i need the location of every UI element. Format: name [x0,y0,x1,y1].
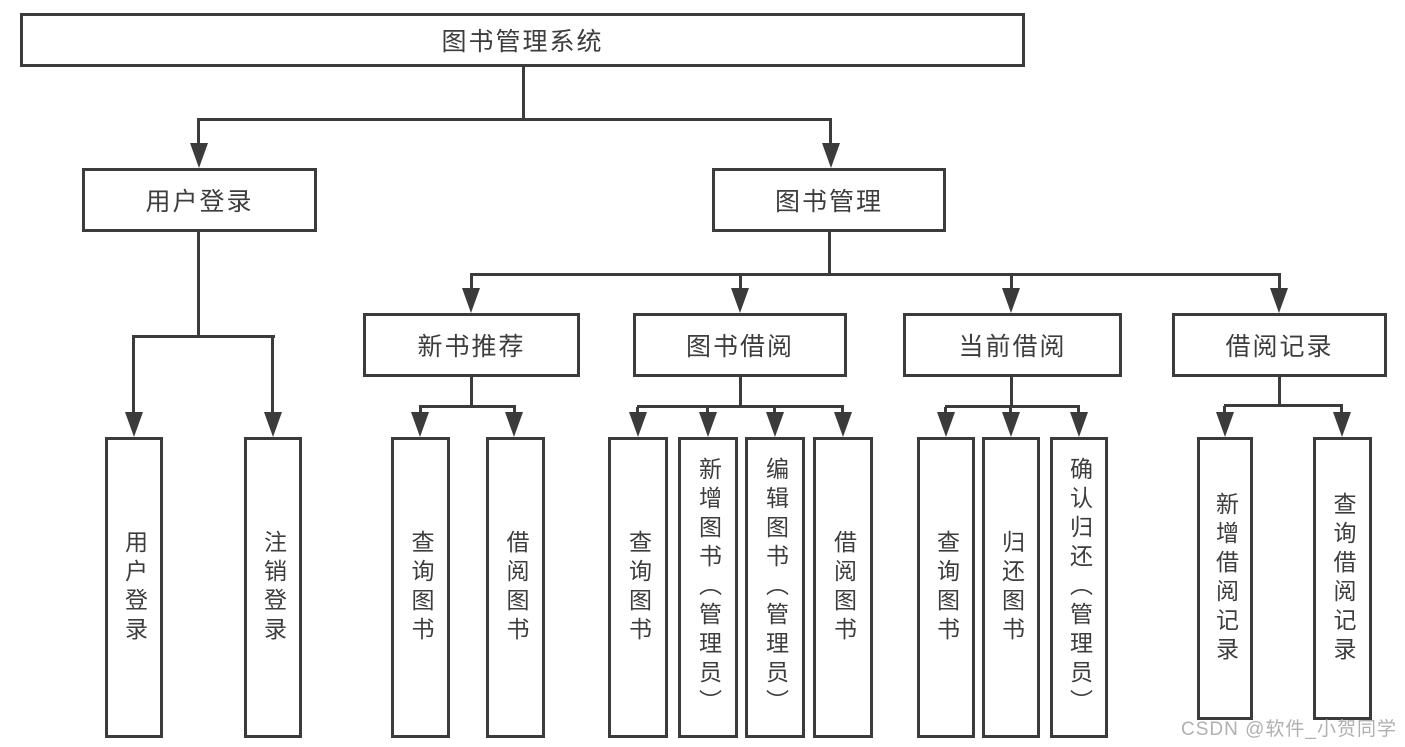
edge-line [739,377,742,408]
leaf-query-borrow-record: 查询借阅记录 [1313,437,1372,720]
edge-line [419,405,516,408]
edge-line [197,232,200,338]
arrow-down-icon [766,412,784,437]
arrow-down-icon [629,412,647,437]
edge-line [1340,406,1343,417]
node-label: 查询图书 [625,529,652,646]
edge-line [1224,404,1343,407]
node-label: 编辑图书（管理员） [762,457,789,718]
arrow-down-icon [190,143,208,168]
arrow-down-icon [125,412,143,437]
edge-line [132,335,275,338]
leaf-query-books-current: 查询图书 [917,437,975,738]
leaf-add-books-admin: 新增图书（管理员） [678,437,738,738]
node-label: 图书管理 [774,188,883,216]
node-label: 查询图书 [933,529,960,646]
edge-line [470,273,1281,276]
edge-line [470,275,473,293]
edge-line [1278,377,1281,407]
arrow-down-icon [1216,412,1234,437]
edge-line [1278,275,1281,293]
node-borrow-records: 借阅记录 [1172,313,1387,377]
leaf-return-books: 归还图书 [982,437,1040,738]
node-label: 用户登录 [145,188,254,216]
edge-line [132,337,135,417]
node-label: 查询借阅记录 [1330,491,1356,666]
leaf-confirm-return-admin: 确认归还（管理员） [1050,437,1108,738]
node-label: 新增借阅记录 [1212,491,1239,666]
edge-line [1010,275,1013,293]
node-label: 注销登录 [260,529,287,646]
csdn-watermark: CSDN @软件_小贺同学 [1181,719,1397,740]
node-label: 归还图书 [998,529,1025,646]
node-label: 图书借阅 [685,333,794,361]
arrow-down-icon [1002,288,1020,313]
leaf-query-books-recommend: 查询图书 [391,437,450,738]
leaf-borrow-books: 借阅图书 [813,437,873,738]
arrow-down-icon [1002,412,1020,437]
arrow-down-icon [505,412,523,437]
node-label: 确认归还（管理员） [1066,457,1093,718]
node-user-login: 用户登录 [82,168,317,232]
edge-line [197,120,200,148]
node-new-book-recommend: 新书推荐 [363,313,580,377]
arrow-down-icon [1270,288,1288,313]
edge-line [1223,406,1226,417]
edge-line [829,120,832,148]
edge-line [470,377,473,408]
leaf-query-books-borrow: 查询图书 [608,437,668,738]
node-label: 借阅记录 [1225,333,1334,361]
node-label: 新书推荐 [417,333,526,361]
node-label: 借阅图书 [503,529,529,646]
node-book-borrow: 图书借阅 [633,313,847,377]
arrow-down-icon [937,412,955,437]
edge-line [522,66,525,119]
leaf-borrow-books-recommend: 借阅图书 [486,437,545,738]
arrow-down-icon [1333,412,1351,437]
edge-line [945,405,1080,408]
node-label: 图书管理系统 [441,28,604,56]
edge-line [739,275,742,293]
arrow-down-icon [1070,412,1088,437]
leaf-logout: 注销登录 [244,437,302,738]
arrow-down-icon [699,412,717,437]
arrow-down-icon [462,288,480,313]
node-label: 当前借阅 [958,333,1067,361]
arrow-down-icon [731,288,749,313]
edge-line [271,337,274,417]
node-label: 借阅图书 [830,529,857,646]
node-current-borrow: 当前借阅 [903,313,1122,377]
node-library-management-system: 图书管理系统 [20,13,1025,67]
leaf-add-borrow-record: 新增借阅记录 [1197,437,1253,720]
node-label: 查询图书 [408,529,434,646]
node-label: 用户登录 [121,529,148,646]
arrow-down-icon [411,412,429,437]
node-label: 新增图书（管理员） [695,457,722,718]
node-book-management: 图书管理 [712,168,946,232]
arrow-down-icon [264,412,282,437]
arrow-down-icon [834,412,852,437]
edge-line [1010,377,1013,408]
edge-line [197,118,832,121]
arrow-down-icon [822,143,840,168]
edge-line [828,232,831,276]
edge-line [637,405,844,408]
leaf-user-login: 用户登录 [105,437,163,738]
leaf-edit-books-admin: 编辑图书（管理员） [745,437,805,738]
